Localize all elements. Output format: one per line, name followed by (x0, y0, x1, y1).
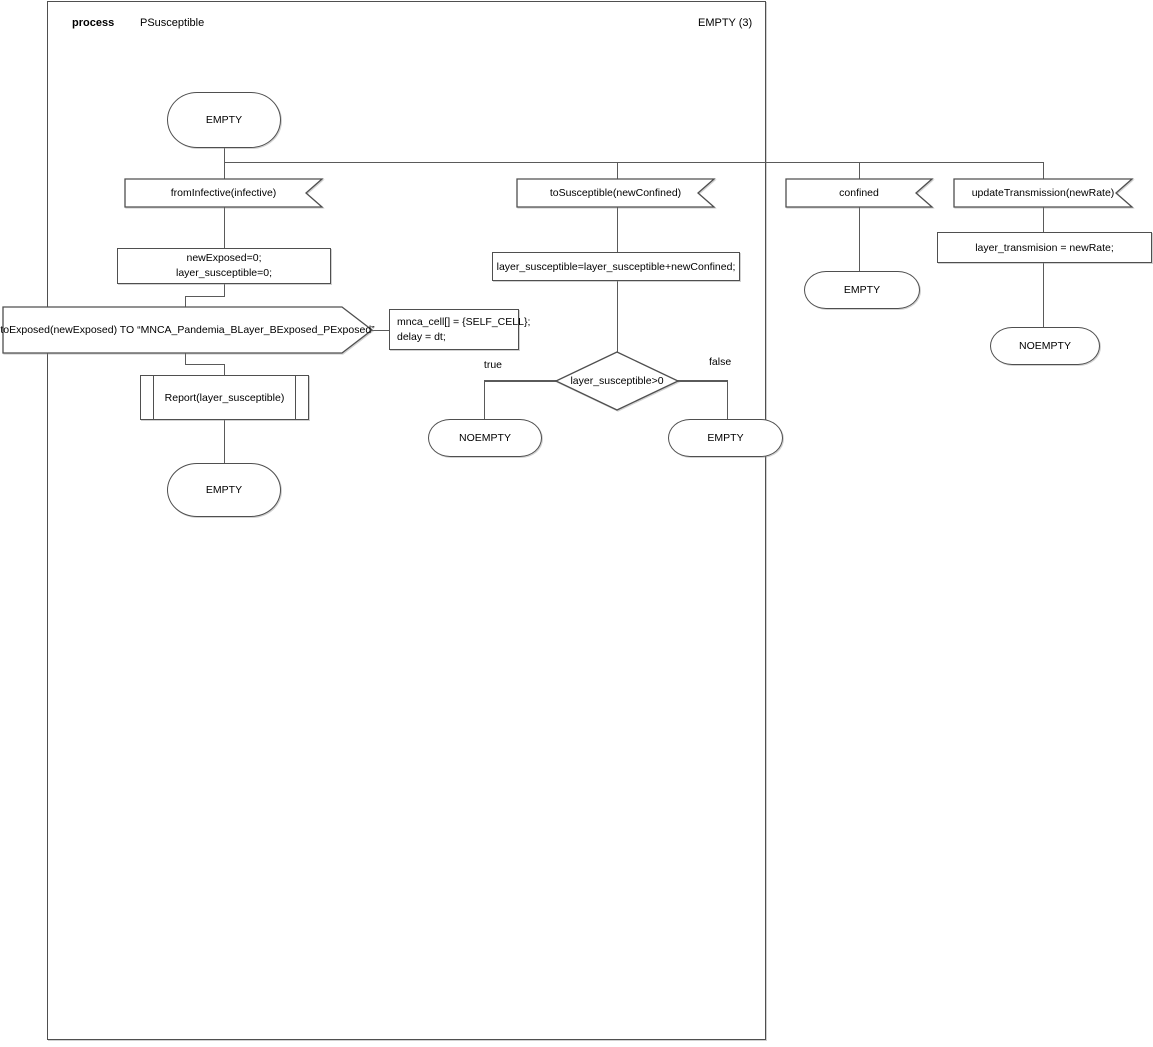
task-line: layer_susceptible=0; (175, 267, 273, 279)
state-label: EMPTY (205, 114, 243, 126)
state-label: NOEMPTY (1019, 340, 1071, 352)
connector-line (372, 329, 389, 331)
connector-line (1042, 206, 1044, 234)
connector-line (223, 420, 225, 464)
input-label: toSusceptible(newConfined) (549, 187, 682, 199)
comment-mnca-cell[interactable]: mnca_cell[] = {SELF_CELL}; delay = dt; (389, 309, 530, 350)
input-signal-shape (516, 178, 716, 208)
comment-line: mnca_cell[] = {SELF_CELL}; (397, 315, 531, 328)
process-frame (47, 1, 766, 1040)
input-signal-shape (124, 178, 324, 208)
connector-line (223, 148, 225, 181)
output-signal-shape (2, 306, 374, 354)
connector-line (223, 284, 225, 297)
decision-layer-susceptible[interactable]: layer_susceptible>0 (554, 351, 680, 411)
task-line: newExposed=0; (186, 252, 262, 264)
connector-line (184, 296, 186, 308)
input-confined[interactable]: confined (785, 178, 934, 208)
input-label: updateTransmission(newRate) (971, 187, 1115, 199)
connector-line (616, 162, 618, 180)
task-line: layer_transmision = newRate; (975, 241, 1114, 254)
connector-line-false (676, 380, 728, 382)
connector-line-true (484, 380, 558, 382)
state-noempty-update[interactable]: NOEMPTY (990, 327, 1100, 365)
state-label: NOEMPTY (459, 432, 511, 444)
connector-line (223, 364, 225, 376)
connector-line (858, 162, 860, 180)
task-line: layer_susceptible=layer_susceptible+newC… (496, 260, 736, 273)
input-signal-shape (953, 178, 1134, 208)
connector-line (224, 161, 1043, 163)
decision-diamond-shape (554, 351, 680, 411)
comment-line: delay = dt; (397, 330, 446, 343)
connector-line (184, 353, 186, 365)
frame-state-label: EMPTY (3) (698, 17, 753, 29)
task-accumulate-susceptible[interactable]: layer_susceptible=layer_susceptible+newC… (492, 252, 740, 281)
input-label: confined (839, 187, 879, 199)
state-empty-after-report[interactable]: EMPTY (167, 463, 281, 517)
state-label: EMPTY (843, 284, 881, 296)
state-noempty-true[interactable]: NOEMPTY (428, 419, 542, 457)
decision-label: layer_susceptible>0 (570, 375, 664, 387)
input-signal-shape (785, 178, 934, 208)
task-init-vars[interactable]: newExposed=0; layer_susceptible=0; (117, 248, 331, 284)
connector-line-true (483, 381, 485, 420)
state-label: EMPTY (707, 432, 744, 444)
connector-line-false (726, 381, 728, 420)
task-update-transmission[interactable]: layer_transmision = newRate; (937, 232, 1152, 263)
process-keyword: process (72, 17, 115, 29)
process-name: PSusceptible (140, 17, 205, 29)
state-empty-false[interactable]: EMPTY (668, 419, 783, 457)
procedure-label: Report(layer_susceptible) (164, 391, 285, 404)
connector-line (616, 280, 618, 353)
state-empty-start[interactable]: EMPTY (167, 92, 281, 148)
procedure-side-bar (153, 376, 155, 419)
connector-line (185, 295, 224, 297)
output-label: toExposed(newExposed) TO “MNCA_Pandemia_… (0, 324, 375, 336)
procedure-report[interactable]: Report(layer_susceptible) (140, 375, 309, 420)
connector-line (616, 206, 618, 253)
label-true: true (483, 359, 502, 371)
input-updateTransmission[interactable]: updateTransmission(newRate) (953, 178, 1134, 208)
connector-line (223, 207, 225, 249)
procedure-side-bar (294, 376, 296, 419)
state-empty-confined[interactable]: EMPTY (804, 271, 920, 309)
connector-line (858, 206, 860, 272)
state-label: EMPTY (205, 484, 243, 496)
input-label: fromInfective(infective) (170, 187, 277, 199)
input-fromInfective[interactable]: fromInfective(infective) (124, 178, 324, 208)
output-toExposed[interactable]: toExposed(newExposed) TO “MNCA_Pandemia_… (0, 306, 375, 354)
connector-line (1042, 262, 1044, 328)
connector-line (185, 364, 224, 366)
connector-line (1042, 162, 1044, 181)
input-toSusceptible[interactable]: toSusceptible(newConfined) (516, 178, 716, 208)
label-false: false (709, 356, 732, 368)
